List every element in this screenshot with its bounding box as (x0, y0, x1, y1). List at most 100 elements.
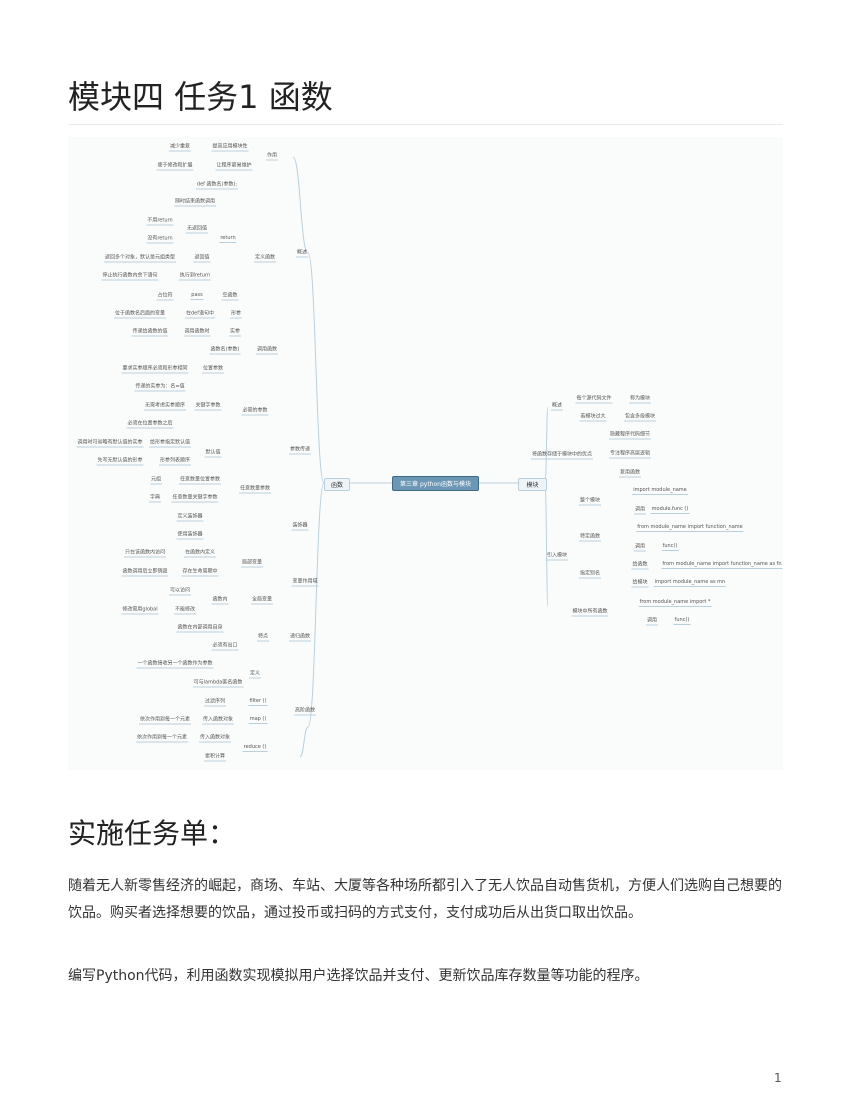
mindmap-node: 依次作用到每一个元素 (135, 734, 189, 743)
mindmap-node: 在函数内定义 (183, 549, 217, 558)
mindmap-node: 每个源代码文件 (575, 395, 613, 404)
mindmap-node: 提高应用模块性 (211, 143, 249, 152)
mindmap-node: 返回值 (193, 254, 211, 263)
mindmap-node: func() (673, 617, 691, 625)
mindmap-node: 空函数 (221, 292, 239, 301)
mindmap-node: 过滤序列 (203, 698, 227, 707)
mindmap-node: 减少重复 (168, 143, 192, 152)
mindmap-center-node: 第三章 python函数与模块 (392, 476, 479, 491)
mindmap-node: 指定别名 (578, 570, 602, 579)
mindmap-node: 包含多级模块 (623, 413, 657, 422)
mindmap-node: import module_name as mn (653, 579, 727, 587)
mindmap-node: 元组 (149, 476, 163, 485)
mindmap-node: 给形参指定默认值 (148, 439, 192, 448)
mindmap-node: 函数内 (211, 596, 229, 605)
mindmap-node: 调用 (633, 506, 647, 515)
mindmap-node: 无返回值 (185, 225, 209, 234)
mindmap-node: 依次作用到每一个元素 (138, 716, 192, 725)
mindmap-node: 将函数存储于模块中的优点 (530, 451, 594, 460)
mindmap-node: 递归函数 (288, 633, 312, 642)
mindmap-node: 传递的实参为：名=值 (134, 383, 186, 392)
mindmap-node: 特点 (256, 633, 270, 642)
mindmap-branch-line (307, 252, 325, 484)
mindmap-node: 一个函数接收另一个函数作为参数 (136, 660, 214, 669)
mindmap-node: 给模块 (631, 579, 649, 588)
mindmap-node: 定义函数 (253, 254, 277, 263)
mindmap-node: 形参 (229, 310, 243, 319)
mindmap-node: 必须有出口 (211, 642, 239, 651)
mindmap-node: 参数传递 (288, 446, 312, 455)
mindmap-branch-line (544, 406, 549, 484)
mindmap-node: 默认值 (204, 449, 222, 458)
mindmap-node: 给函数 (631, 561, 649, 570)
mindmap-node: 调用函数时 (183, 328, 211, 337)
mindmap-node: def 函数名(参数): (195, 181, 239, 190)
mindmap-node: 全局变量 (250, 596, 274, 605)
mindmap-node: 作用 (265, 152, 279, 161)
mindmap-node: 可以访问 (168, 587, 192, 596)
mindmap-node: 无需考虑实参顺序 (143, 402, 187, 411)
mindmap-node: 高阶函数 (293, 707, 317, 716)
mindmap-branch-line (544, 482, 549, 608)
mindmap-node: 调用函数 (255, 346, 279, 355)
mindmap-node: 局部变量 (240, 559, 264, 568)
mindmap-node: 变量作用域 (291, 578, 319, 587)
mindmap-node: return (219, 235, 237, 243)
page-title: 模块四 任务1 函数 (68, 78, 333, 116)
mindmap-node: 实参 (228, 328, 242, 337)
mindmap-node: 要求实参顺序必须和形参相同 (121, 365, 189, 374)
mindmap-node: 执行到return (178, 272, 212, 281)
title-divider (68, 124, 783, 125)
mindmap-node: 概述 (550, 402, 564, 411)
paragraph-scenario: 随着无人新零售经济的崛起，商场、车站、大厦等各种场所都引入了无人饮品自动售货机，… (68, 878, 782, 921)
mindmap-node: 累积计算 (203, 753, 227, 762)
mindmap-node: 函数调用后立即销毁 (121, 568, 169, 577)
mindmap-node: 概述 (295, 249, 309, 258)
mindmap-node: 隐藏程序代码细节 (608, 431, 652, 440)
mindmap-node: 装饰器 (291, 522, 309, 531)
mindmap-node: 字典 (148, 494, 162, 503)
mindmap-node: 必须在位置参数之后 (126, 420, 174, 429)
mindmap-node: 形参列表顺序 (158, 457, 192, 466)
mindmap-node: 调用时可省略有默认值的实参 (76, 439, 144, 448)
mindmap-node: 占位符 (156, 292, 174, 301)
mindmap-branch-line (299, 726, 309, 758)
mindmap-node: 没有return (146, 235, 174, 244)
mindmap-connectors (292, 156, 549, 758)
mindmap-node: 模块中所有函数 (571, 608, 609, 617)
mindmap-node: 随时结束函数调用 (173, 198, 217, 207)
mindmap-node: 存在生命周期中 (181, 568, 219, 577)
mindmap-node: 不用return (146, 217, 174, 226)
mindmap-node: 修改需用global (121, 606, 159, 615)
mindmap-node: 先写无默认值的形参 (96, 457, 144, 466)
mindmap-node: 若模块过大 (579, 413, 607, 422)
mindmap-node: 在def语句中 (184, 310, 216, 319)
mindmap-node: 复用函数 (618, 469, 642, 478)
mindmap-node: 让程序更易维护 (215, 162, 253, 171)
mindmap-node: 调用 (645, 617, 659, 626)
mindmap-node: from module_name import function_name as… (661, 561, 783, 569)
mindmap-node: 专注程序高层逻辑 (608, 450, 652, 459)
section-heading: 实施任务单： (68, 817, 237, 850)
mindmap-node: 必需的参数 (241, 407, 269, 416)
mindmap-node: func() (661, 543, 679, 551)
mindmap-node: 可与lambda匿名函数 (192, 679, 244, 688)
paragraph-task: 编写Python代码，利用函数实现模拟用户选择饮品并支付、更新饮品库存数量等功能… (68, 968, 649, 984)
page-number: 1 (774, 1071, 782, 1085)
mindmap-node: 函数名(参数) (209, 346, 241, 355)
mindmap-node: filter () (248, 698, 268, 706)
mindmap-modules-node: 模块 (518, 478, 547, 491)
mindmap-node: 不能修改 (173, 606, 197, 615)
mindmap-node: 定义 (248, 670, 262, 679)
mindmap-node: 函数在内部调用自身 (176, 624, 224, 633)
mindmap-node: from module_name import function_name (636, 524, 744, 532)
mindmap-node: 传入函数对象 (201, 716, 235, 725)
mindmap-node: 位于函数名后面的变量 (113, 310, 167, 319)
mindmap-node: from module_name import * (638, 599, 712, 607)
mindmap-branch-line (307, 482, 325, 728)
mindmap-node: 返回多个对象，默认是元组类型 (103, 254, 177, 263)
mindmap-node: 位置参数 (201, 365, 225, 374)
mindmap-node: reduce () (242, 744, 268, 752)
mindmap-node: 称为模块 (628, 395, 652, 404)
